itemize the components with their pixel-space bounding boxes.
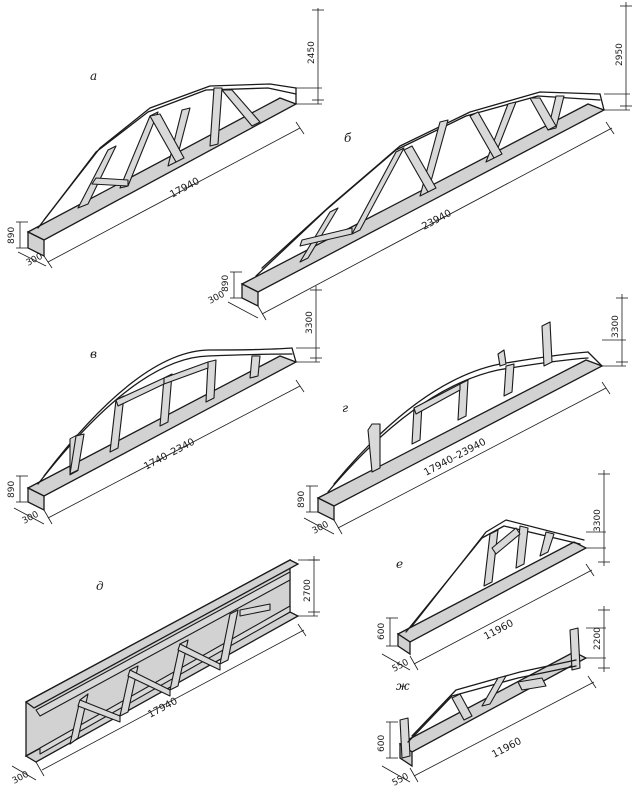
truss-d-length: 17940 (146, 696, 179, 721)
truss-d-width: 300 (11, 770, 31, 787)
truss-e-depth: 600 (377, 623, 387, 640)
truss-g: г 17940–23940 3300 890 300 (297, 294, 628, 537)
truss-e-length: 11960 (482, 618, 515, 643)
truss-zh-height: 2200 (593, 627, 603, 650)
truss-g-depth: 890 (297, 491, 307, 508)
truss-a-depth: 890 (7, 227, 17, 244)
truss-zh-depth: 600 (377, 735, 387, 752)
truss-d-letter: д (96, 579, 104, 593)
truss-a-letter: а (90, 69, 97, 83)
truss-v-length: 1740–2340 (142, 437, 197, 473)
truss-v: в 1740–2340 3300 890 300 (7, 286, 322, 527)
truss-a: а 17940 2450 890 300 (7, 8, 324, 269)
truss-a-length: 17940 (168, 176, 201, 201)
truss-zh-width: 550 (391, 772, 411, 789)
truss-e-height: 3300 (593, 509, 603, 532)
truss-b-length: 23940 (420, 208, 453, 233)
truss-v-letter: в (90, 347, 97, 361)
truss-d: д 17940 2700 300 (11, 556, 320, 787)
truss-e: е 11960 3300 600 550 (377, 470, 610, 675)
truss-b-letter: б (344, 131, 352, 145)
truss-b-height: 2950 (615, 43, 625, 66)
truss-g-letter: г (342, 401, 348, 415)
truss-zh: ж 11960 2200 600 550 (377, 606, 610, 789)
truss-d-height: 2700 (303, 579, 313, 602)
truss-g-width: 300 (311, 520, 331, 537)
truss-b-depth: 890 (221, 275, 231, 292)
truss-a-height: 2450 (307, 41, 317, 64)
truss-zh-letter: ж (396, 679, 410, 693)
truss-zh-length: 11960 (490, 736, 523, 761)
truss-v-height: 3300 (305, 311, 315, 334)
truss-e-letter: е (396, 557, 403, 571)
truss-g-height: 3300 (611, 315, 621, 338)
truss-v-depth: 890 (7, 481, 17, 498)
truss-b: б 23940 2950 890 300 (207, 2, 632, 321)
truss-v-width: 300 (21, 510, 41, 527)
truss-e-width: 550 (391, 658, 411, 675)
